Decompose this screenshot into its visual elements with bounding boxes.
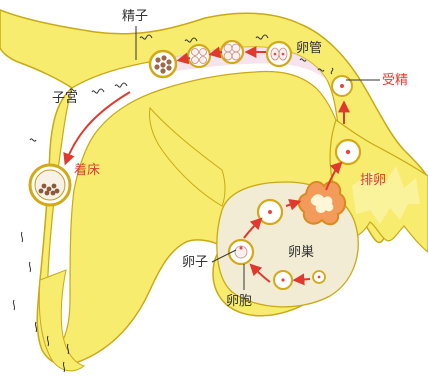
primary-follicle-icon <box>274 271 292 289</box>
label-ovum: 卵子 <box>182 255 208 270</box>
morula-icon <box>150 51 176 77</box>
label-fertilization: 受精 <box>382 73 408 88</box>
fertilized-egg-icon <box>332 76 352 96</box>
label-follicle: 卵胞 <box>226 294 252 309</box>
label-implantation: 着床 <box>74 162 100 178</box>
label-uterus: 子宮 <box>52 90 78 106</box>
four-cell-icon <box>221 41 243 63</box>
label-sperm: 精子 <box>122 9 148 24</box>
two-cell-icon <box>267 42 291 66</box>
eight-cell-icon <box>188 45 210 67</box>
egg-cell-icon <box>336 140 360 164</box>
primordial-follicle-icon <box>313 271 325 283</box>
label-ovulation: 排卵 <box>360 173 386 188</box>
label-oviduct: 卵管 <box>296 41 322 56</box>
follicle-icon <box>258 200 282 224</box>
label-ovary: 卵巣 <box>288 245 314 260</box>
blastocyst-icon <box>30 165 70 205</box>
